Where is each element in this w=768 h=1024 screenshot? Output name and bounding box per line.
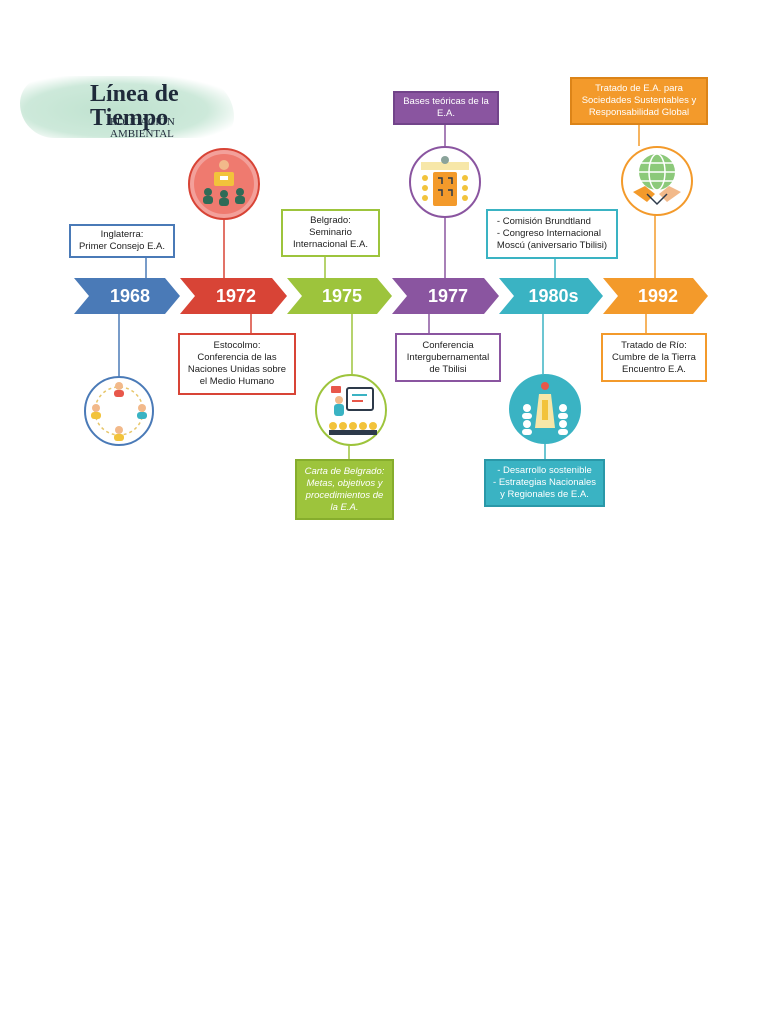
event-box-1977-bottom: Conferencia Intergubernamental de Tbilis… <box>395 333 501 382</box>
event-box-1992-top: Tratado de E.A. para Sociedades Sustenta… <box>570 77 708 125</box>
event-box-1980s-top: - Comisión Brundtland - Congreso Interna… <box>486 209 618 259</box>
chevron-1980s <box>499 278 603 314</box>
event-text-1977-bottom: Conferencia Intergubernamental de Tbilis… <box>406 339 490 375</box>
chevron-1992 <box>603 278 708 314</box>
event-box-1977-top: Bases teóricas de la E.A. <box>393 91 499 125</box>
chevron-1968 <box>74 278 180 314</box>
event-box-1975-top: Belgrado: Seminario Internacional E.A. <box>281 209 380 257</box>
title-watercolor-background <box>20 76 234 138</box>
event-box-1968-top: Inglaterra: Primer Consejo E.A. <box>69 224 175 258</box>
event-text-1975-top: Belgrado: Seminario Internacional E.A. <box>293 215 368 250</box>
people-network-icon <box>84 376 154 446</box>
event-text-1980s-bottom: - Desarrollo sostenible - Estrategias Na… <box>493 465 596 500</box>
event-text-1992-top: Tratado de E.A. para Sociedades Sustenta… <box>581 83 697 118</box>
event-box-1972-bottom: Estocolmo: Conferencia de las Naciones U… <box>178 333 296 395</box>
page-title: Línea de Tiempo <box>90 81 179 131</box>
strategy-board-icon <box>409 146 481 218</box>
year-label-1977: 1977 <box>427 285 469 306</box>
event-text-1975-bottom: Carta de Belgrado: Metas, objetivos y pr… <box>304 465 385 513</box>
chevron-1975 <box>287 278 392 314</box>
leader-team-icon <box>509 374 581 444</box>
chevron-1972 <box>180 278 287 314</box>
year-label-1972: 1972 <box>215 285 257 306</box>
event-text-1977-top: Bases teóricas de la E.A. <box>403 96 489 119</box>
event-box-1992-bottom: Tratado de Río: Cumbre de la Tierra Encu… <box>601 333 707 382</box>
year-label-1992: 1992 <box>637 285 679 306</box>
event-box-1975-bottom: Carta de Belgrado: Metas, objetivos y pr… <box>295 459 394 520</box>
event-text-1980s-top: - Comisión Brundtland - Congreso Interna… <box>496 216 608 251</box>
conference-speaker-icon <box>188 148 260 220</box>
event-text-1992-bottom: Tratado de Río: Cumbre de la Tierra Encu… <box>612 339 696 375</box>
globe-handshake-icon <box>621 146 693 216</box>
event-text-1968-top: Inglaterra: Primer Consejo E.A. <box>78 229 166 252</box>
year-label-1975: 1975 <box>321 285 363 306</box>
presentation-board-icon <box>315 374 387 446</box>
page-subtitle: EDUCACIÓN AMBIENTAL <box>110 116 175 140</box>
year-label-1968: 1968 <box>109 285 151 306</box>
event-box-1980s-bottom: - Desarrollo sostenible - Estrategias Na… <box>484 459 605 507</box>
year-label-1980s: 1980s <box>528 285 579 306</box>
event-text-1972-bottom: Estocolmo: Conferencia de las Naciones U… <box>187 340 287 387</box>
chevron-1977 <box>392 278 499 314</box>
